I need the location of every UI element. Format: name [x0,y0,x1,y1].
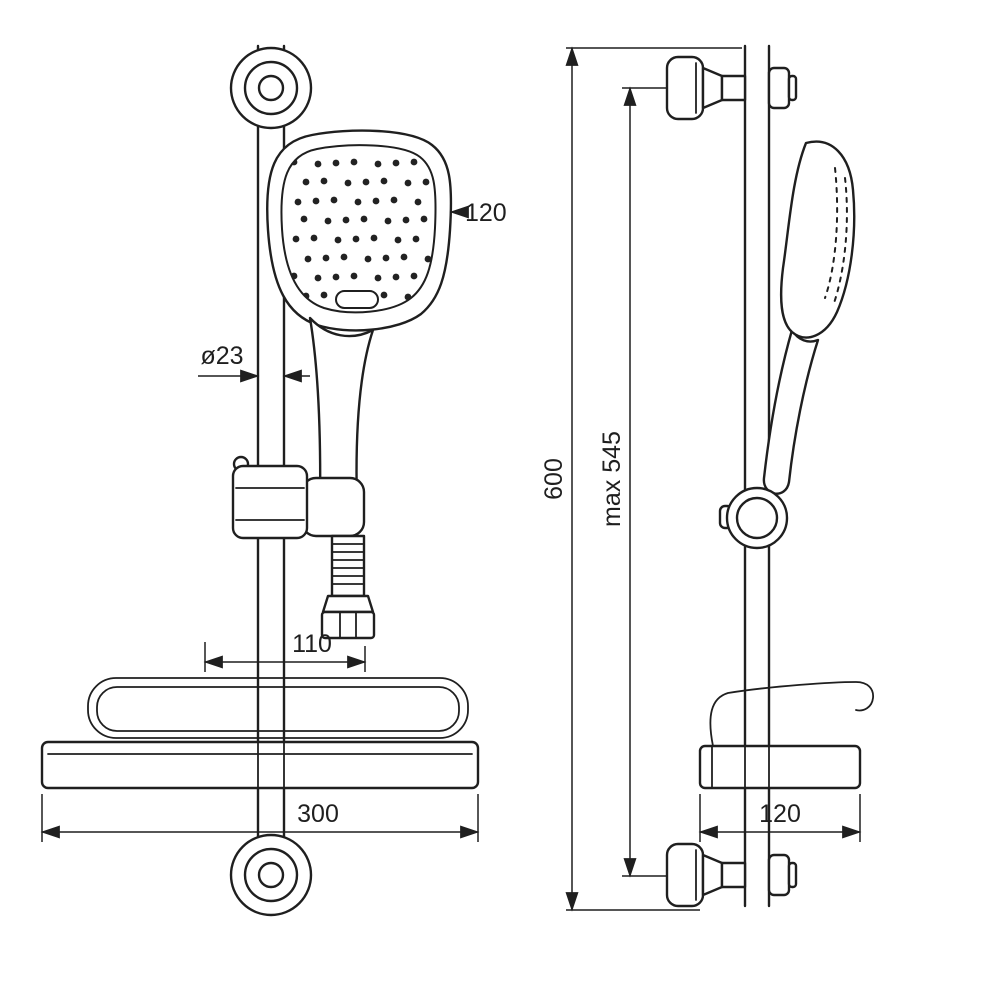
dim-head-width-label: 120 [465,199,507,227]
hose-coil [330,534,366,598]
dim-rail-diameter-label: ø23 [200,342,243,370]
dim-head-width: 120 [449,199,507,227]
dim-overall-height-label: 600 [540,458,568,500]
holder-clamp [231,464,309,540]
dim-max-height: max 545 [598,86,668,878]
slider-holder-side [718,486,789,550]
soap-shelf-side [698,681,874,790]
slider-holder-front [231,455,366,540]
front-view [40,44,480,917]
shelf-wire-inner [96,686,460,732]
shelf-tray-front [40,740,480,790]
dimensions: 120 ø23 110 300 600 [40,46,862,912]
shelf-wire-outer [87,677,469,739]
dim-rail-diameter: ø23 [198,342,310,383]
hand-shower-front [266,129,453,521]
shower-button [335,290,379,309]
dim-shelf-width: 300 [40,794,480,842]
dim-overall-height: 600 [540,46,742,912]
mount-flange [665,55,705,121]
dim-shelf-depth: 120 [698,794,862,842]
dim-shelf-width-label: 300 [297,800,339,828]
wall-mount-top-front [229,46,313,130]
shower-head-side [779,140,856,339]
shelf-wire-side [709,681,874,747]
hose-nut [320,610,376,640]
holder-cradle [300,476,366,538]
dim-hose-offset: 110 [203,630,367,672]
hand-shower-side [762,140,856,495]
shower-handle-side [762,328,820,495]
mount-flange-bottom [665,842,705,908]
shelf-tray-side [698,744,862,790]
shower-face-outline [280,144,437,314]
side-view [665,44,874,908]
dim-shelf-depth-label: 120 [759,800,801,828]
dim-max-height-label: max 545 [598,431,626,527]
soap-shelf-front [40,677,480,790]
wall-mount-top-side [665,55,798,121]
hose-cone [321,594,375,614]
wall-mount-bottom-side [665,842,798,908]
hose-connector [320,534,376,640]
dim-hose-offset-label: 110 [292,630,332,658]
wall-mount-bottom-front [229,833,313,917]
